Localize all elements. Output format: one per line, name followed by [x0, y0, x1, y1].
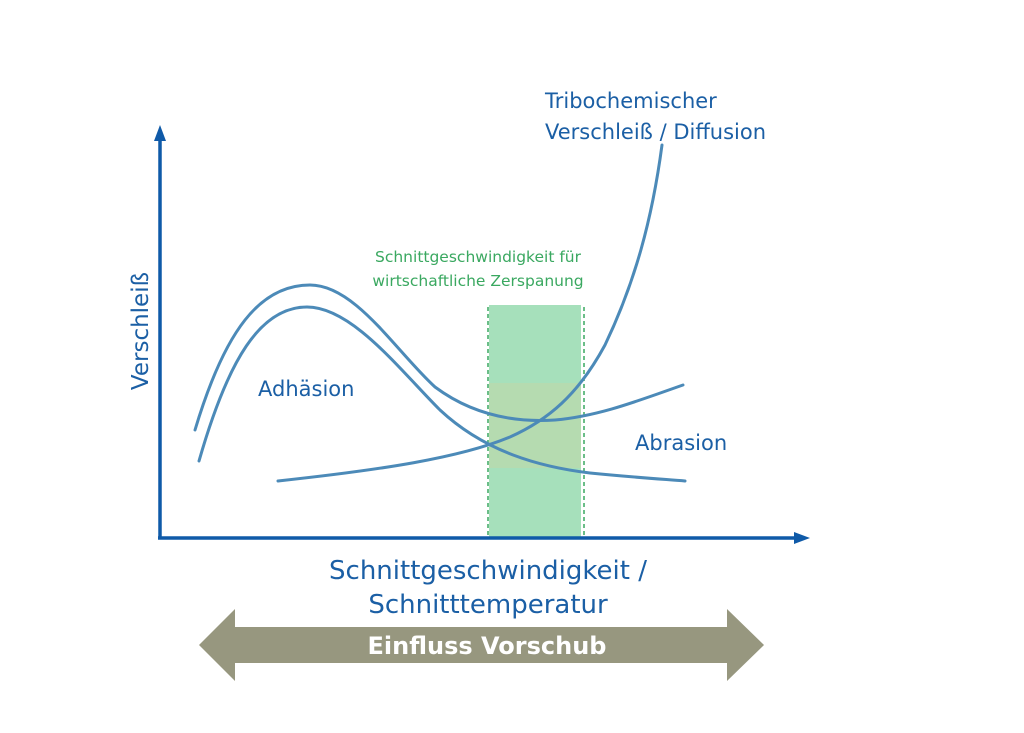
diffusion-curve [276, 143, 664, 483]
abrasion-label: Abrasion [635, 431, 727, 455]
x-axis-label-line2: Schnitttemperatur [368, 590, 608, 620]
tribochemical-label-line1: Tribochemischer [544, 89, 717, 113]
adhesion-curve-inner [197, 305, 687, 483]
x-axis-label-line1: Schnittgeschwindigkeit / [329, 556, 647, 586]
y-axis-label: Verschleiß [128, 272, 154, 390]
axes [154, 125, 810, 544]
adhesion-curve-outer [193, 283, 685, 432]
adhesion-label: Adhäsion [258, 377, 354, 401]
feed-arrow-label: Einfluss Vorschub [368, 632, 607, 660]
feed-double-arrow [199, 609, 764, 681]
economic-zone-label-line1: Schnittgeschwindigkeit für [375, 248, 582, 266]
economic-zone-label-line2: wirtschaftliche Zerspanung [372, 272, 583, 290]
x-axis-arrowhead [794, 532, 810, 544]
y-axis-arrowhead [154, 125, 166, 141]
tribochemical-label-line2: Verschleiß / Diffusion [545, 120, 766, 144]
